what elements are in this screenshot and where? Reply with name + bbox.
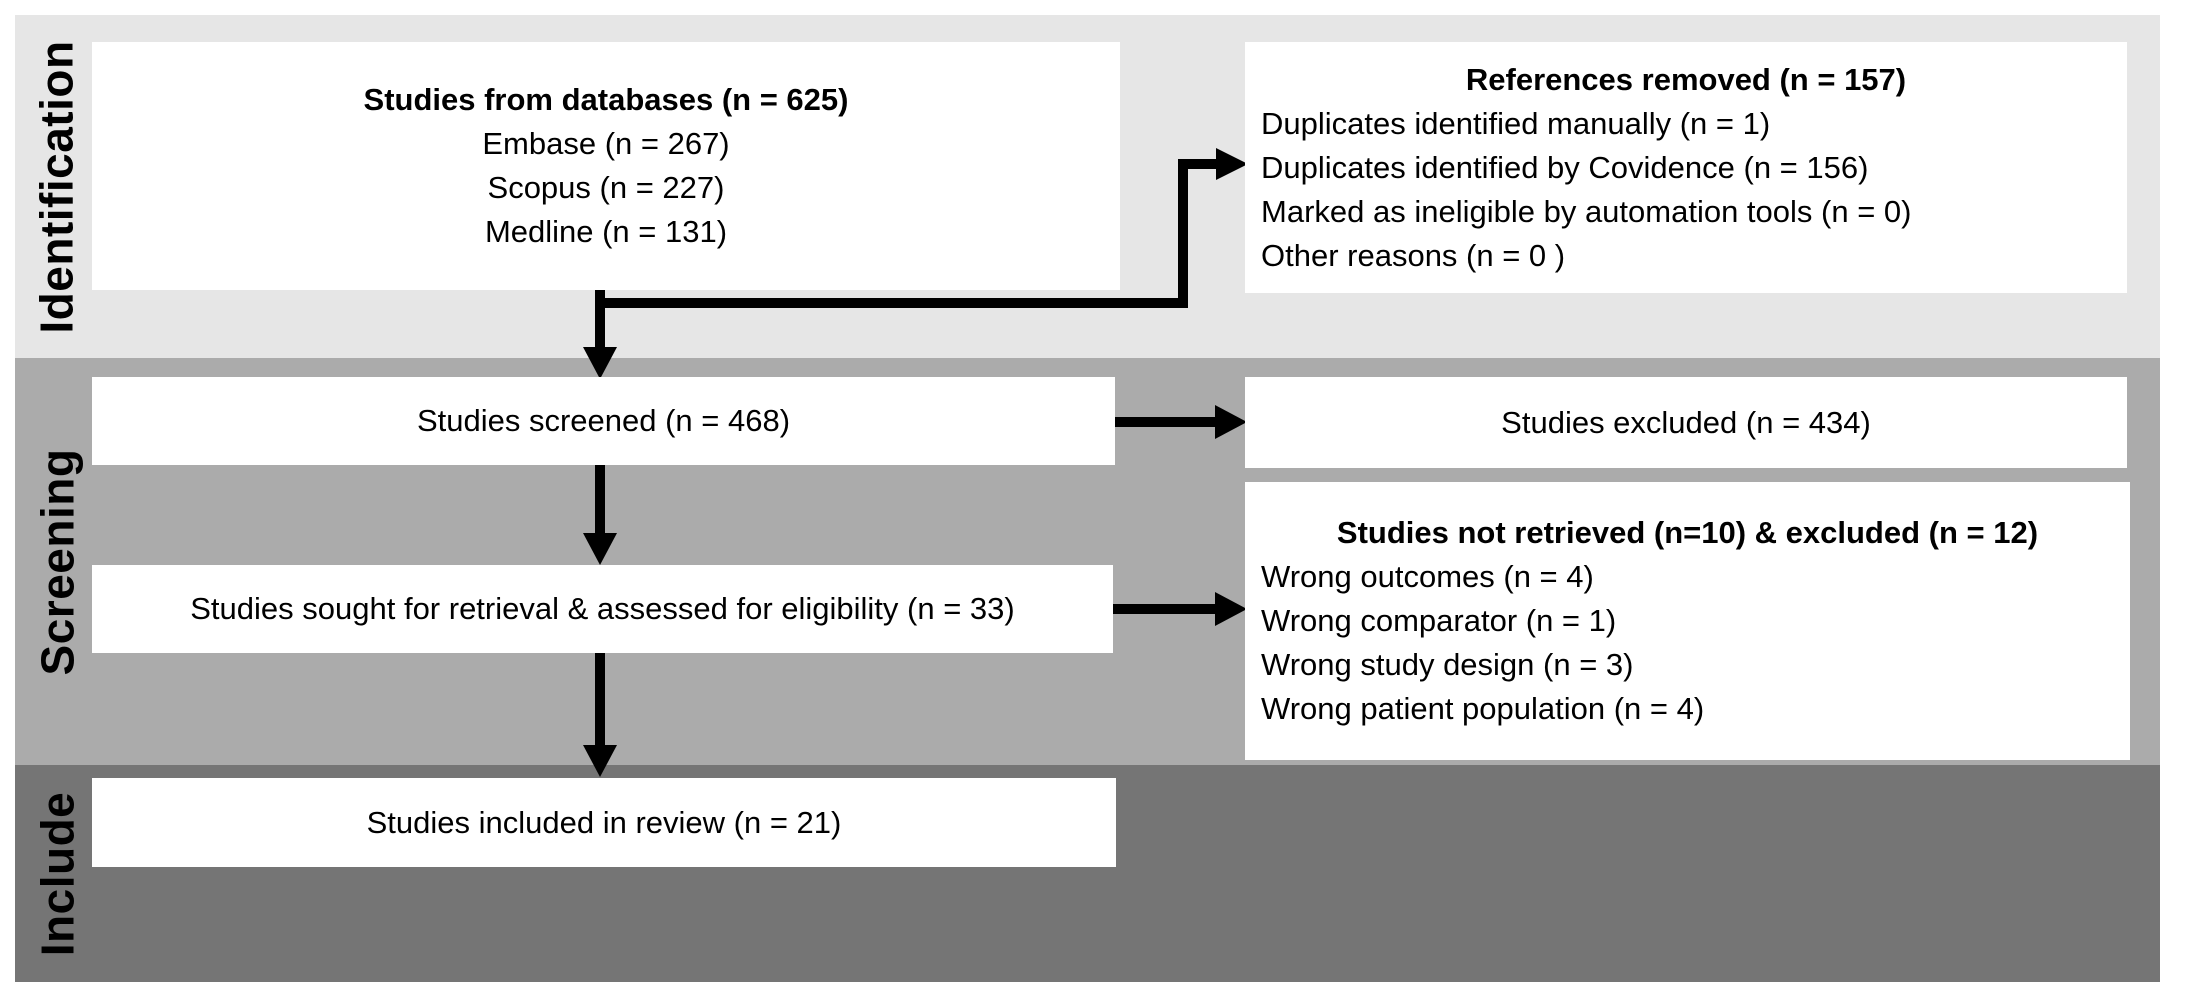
studies-excluded-box: Studies excluded (n = 434) [1245,377,2127,468]
studies-not-retrieved-box: Studies not retrieved (n=10) & excluded … [1245,482,2130,760]
studies-included-text: Studies included in review (n = 21) [366,804,842,840]
include-label: Include [31,791,83,956]
include-label-wrap: Include [15,765,99,982]
databases-item-medline: Medline (n = 131) [484,214,728,249]
not-retrieved-item: Wrong outcomes (n = 4) [1261,559,1594,594]
references-removed-item: Duplicates identified manually (n = 1) [1261,105,1771,141]
studies-included-box: Studies included in review (n = 21) [92,778,1116,867]
screening-label: Screening [31,448,84,675]
databases-item-embase: Embase (n = 267) [482,126,730,161]
studies-sought-text: Studies sought for retrieval & assessed … [190,591,1015,626]
not-retrieved-item: Wrong study design (n = 3) [1261,647,1634,682]
references-removed-title: References removed (n = 157) [1465,61,1907,97]
studies-screened-text: Studies screened (n = 468) [416,403,791,438]
not-retrieved-item: Wrong patient population (n = 4) [1261,691,1705,726]
studies-screened-box: Studies screened (n = 468) [92,377,1115,465]
identification-label-wrap: Identification [15,15,99,358]
references-removed-item: Marked as ineligible by automation tools… [1261,193,1912,229]
studies-excluded-text: Studies excluded (n = 434) [1501,404,1871,440]
references-removed-box: References removed (n = 157) Duplicates … [1245,42,2127,293]
not-retrieved-item: Wrong comparator (n = 1) [1261,603,1617,638]
studies-from-databases-box: Studies from databases (n = 625) Embase … [92,42,1120,290]
screening-label-wrap: Screening [15,358,99,765]
references-removed-item: Duplicates identified by Covidence (n = … [1261,149,1869,185]
databases-box-title: Studies from databases (n = 625) [363,82,849,117]
not-retrieved-title: Studies not retrieved (n=10) & excluded … [1336,515,2039,550]
identification-label: Identification [31,39,84,334]
databases-item-scopus: Scopus (n = 227) [487,170,725,205]
references-removed-item: Other reasons (n = 0 ) [1261,237,1566,273]
studies-sought-box: Studies sought for retrieval & assessed … [92,565,1113,653]
